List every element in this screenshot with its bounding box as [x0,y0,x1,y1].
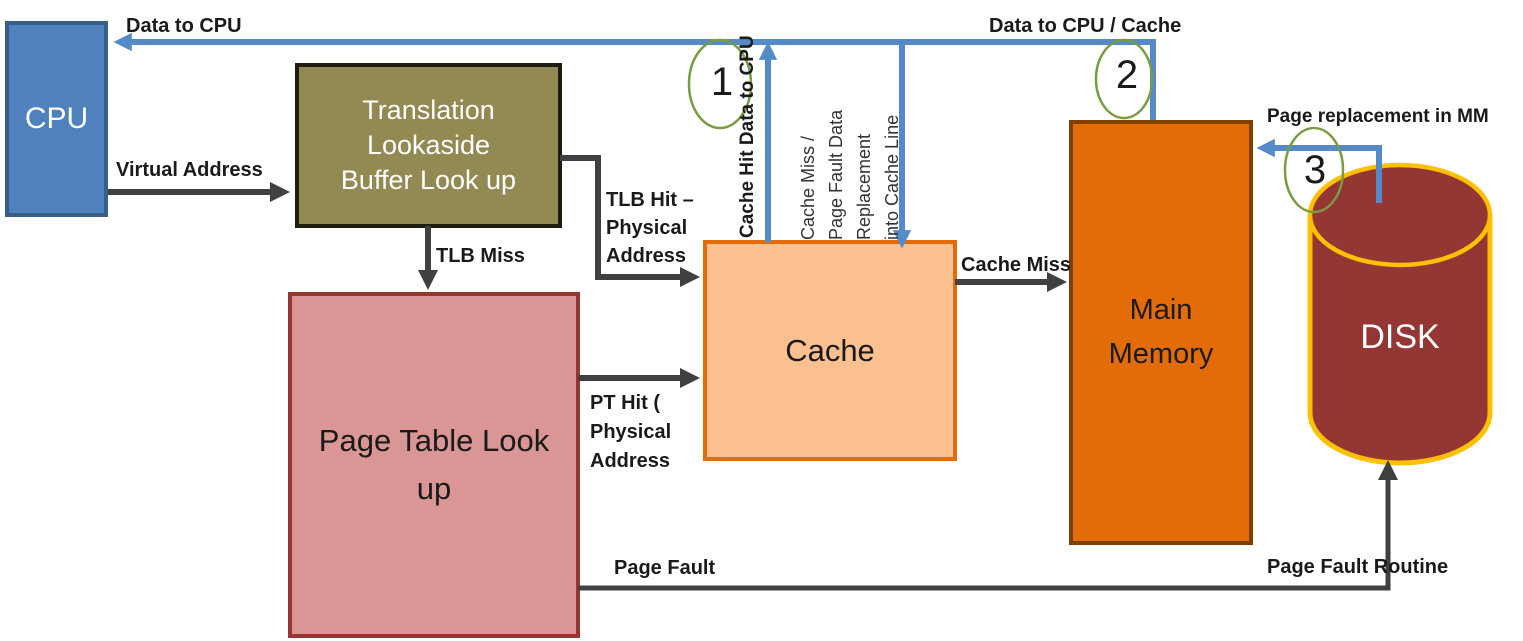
cpu-label: CPU [24,102,89,135]
step-number-2: 2 [1115,53,1139,97]
disk-body [1307,215,1493,466]
label-cache-hit-data-to-cpu: Cache Hit Data to CPU [737,35,758,238]
cpu-box: CPU [5,21,108,217]
label-cache-miss-replacement: Cache Miss / Page Fault Data Replacement… [798,109,902,240]
label-virtual-address: Virtual Address [116,159,263,181]
label-tlb-hit-physical-address: TLB Hit – Physical Address [606,189,694,267]
label-tlb-miss: TLB Miss [436,245,525,267]
label-cache-miss: Cache Miss [961,254,1072,276]
label-data-to-cpu-cache: Data to CPU / Cache [989,15,1182,37]
page-table-box: Page Table Look up [288,292,580,638]
step-number-3: 3 [1303,148,1327,192]
page-table-label: Page Table Look up [318,422,550,506]
label-page-replacement-in-mm: Page replacement in MM [1267,106,1489,127]
label-data-to-cpu: Data to CPU [126,15,242,37]
arrow-data-to-cpu [113,32,1156,120]
disk-top-ellipse [1307,162,1493,268]
disk-label: DISK [1360,318,1440,356]
label-pt-hit-physical-address: PT Hit ( Physical Address [590,392,672,472]
disk-cylinder [1307,162,1493,466]
cache-box: Cache [703,240,957,461]
tlb-box: Translation Lookaside Buffer Look up [295,63,562,228]
tlb-label: Translation Lookaside Buffer Look up [340,94,517,196]
label-page-fault: Page Fault [614,557,716,579]
main-memory-label: Main Memory [1108,294,1214,370]
label-page-fault-routine: Page Fault Routine [1267,556,1449,578]
cache-label: Cache [785,332,875,368]
main-memory-box: Main Memory [1069,120,1253,545]
step-number-1: 1 [710,60,734,104]
